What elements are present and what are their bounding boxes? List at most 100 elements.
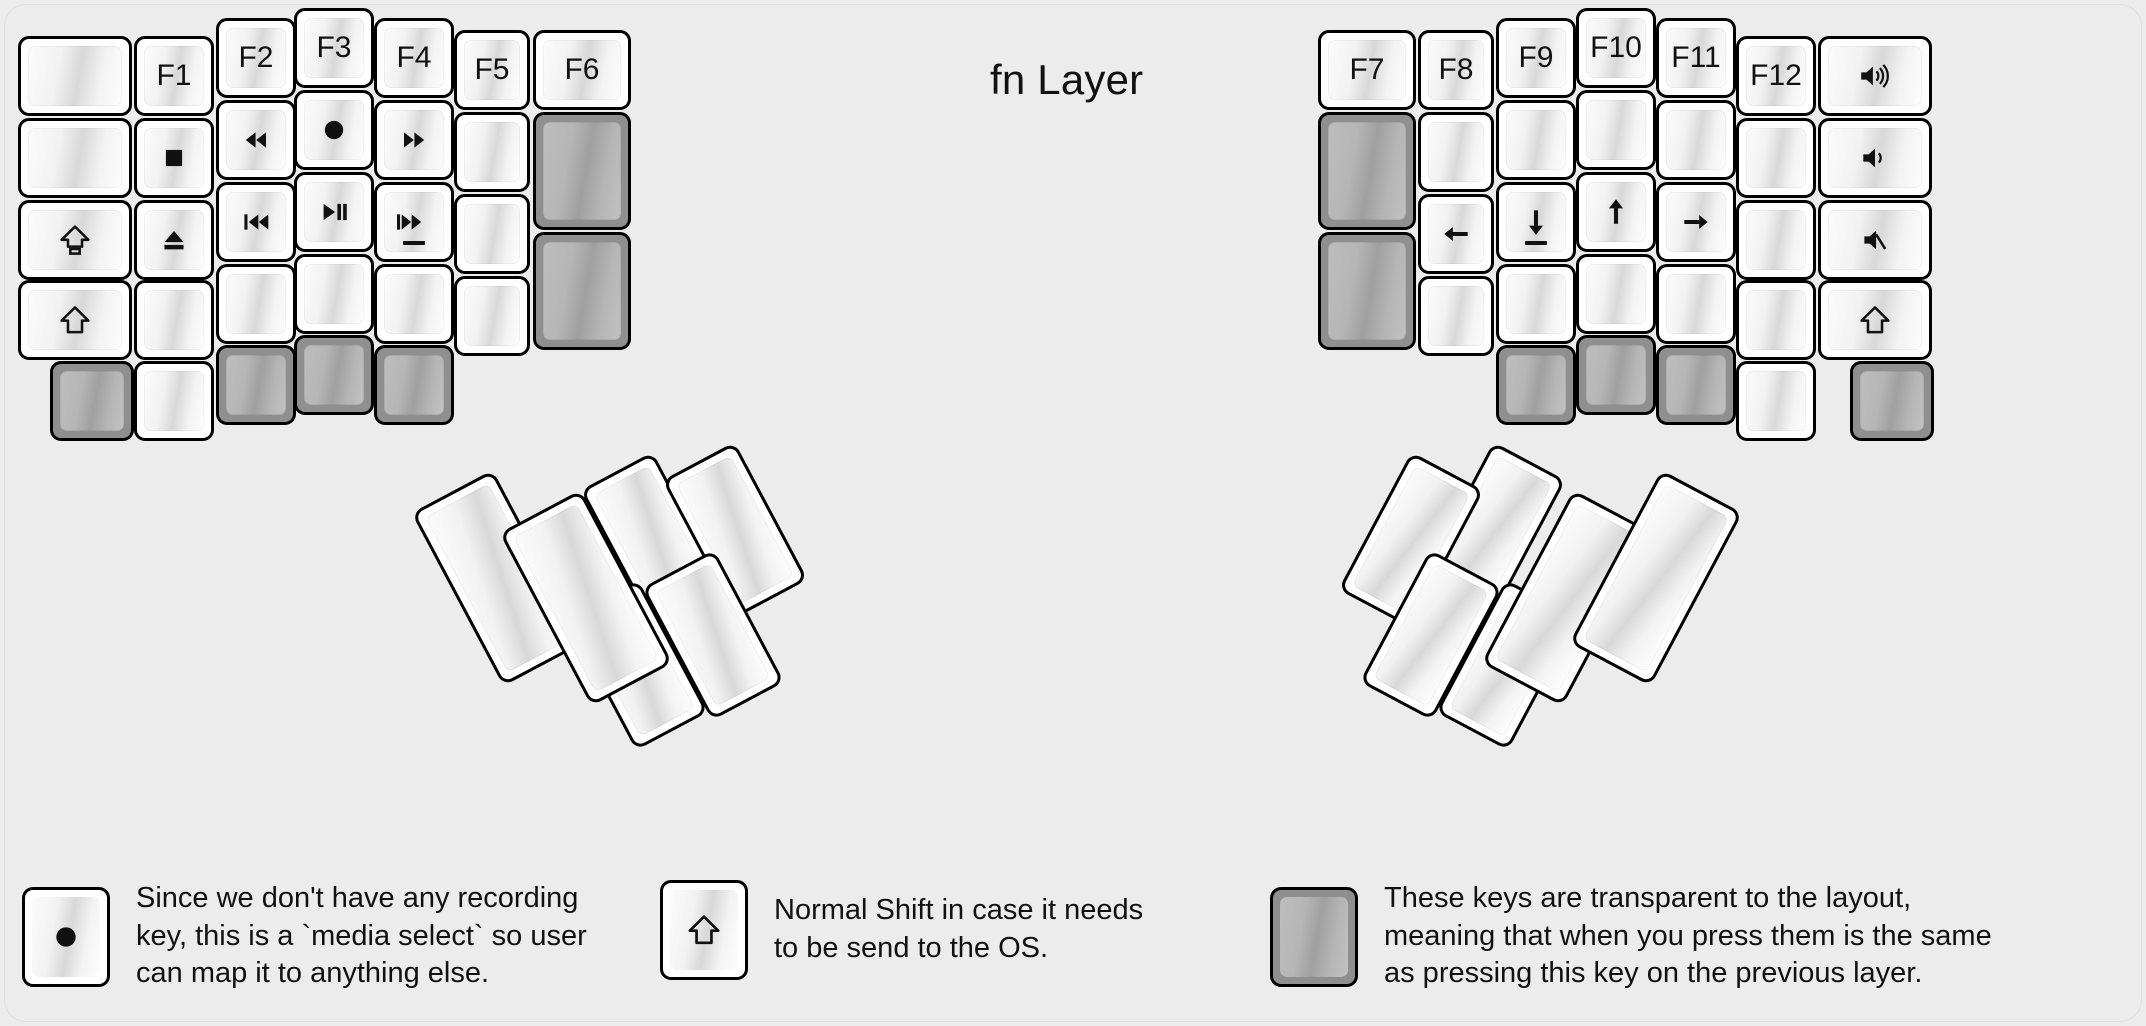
key-right-pinky-r4[interactable]	[1736, 361, 1816, 441]
key-left-middle-r3[interactable]	[294, 254, 374, 334]
key-right-ring-r0[interactable]: F11	[1656, 18, 1736, 98]
legend-description-2: Normal Shift in case it needs to be send…	[774, 894, 1144, 964]
keycap-surface	[1586, 100, 1646, 160]
keycap-surface	[1666, 274, 1726, 334]
key-right-pinky-r3[interactable]	[1736, 280, 1816, 360]
key-right-ring-r1[interactable]	[1656, 100, 1736, 180]
media-record-icon	[48, 919, 84, 955]
key-right-index-r0[interactable]: F9	[1496, 18, 1576, 98]
keycap-surface	[1506, 192, 1566, 252]
key-left-index-inner-r3[interactable]	[454, 276, 530, 356]
key-right-pinky-r1[interactable]	[1736, 118, 1816, 198]
keycap-surface	[1428, 204, 1484, 264]
keycap-surface: F11	[1666, 28, 1726, 88]
key-left-pinky-r1[interactable]	[134, 118, 214, 198]
key-left-pinky-r2[interactable]	[134, 200, 214, 280]
key-right-index-r3[interactable]	[1496, 264, 1576, 344]
key-right-pinky-outer-r2[interactable]	[1818, 200, 1932, 280]
key-left-pinky-outer-r3[interactable]	[18, 280, 132, 360]
key-left-ring-r0[interactable]: F2	[216, 18, 296, 98]
key-right-pinky-outer-r1[interactable]	[1818, 118, 1932, 198]
key-left-index-inner-r2[interactable]	[454, 194, 530, 274]
arrow-right-icon	[1679, 205, 1713, 239]
key-left-pinky-outer-r2[interactable]	[18, 200, 132, 280]
key-left-index-r3[interactable]	[374, 264, 454, 344]
keycap-surface	[1746, 210, 1806, 270]
key-left-middle-r4[interactable]	[294, 335, 374, 415]
keycap-surface	[384, 355, 444, 415]
key-left-inner-most-r2[interactable]	[533, 232, 631, 350]
keycap-surface	[226, 274, 286, 334]
keycap-surface	[464, 204, 520, 264]
key-left-pinky-r4[interactable]	[134, 361, 214, 441]
keycap-surface	[1666, 192, 1726, 252]
keycap-surface	[543, 122, 621, 220]
key-right-index-inner-r2[interactable]	[1418, 194, 1494, 274]
key-right-pinky-r0[interactable]: F12	[1736, 36, 1816, 116]
key-right-index-r4[interactable]	[1496, 345, 1576, 425]
key-left-ring-r1[interactable]	[216, 100, 296, 180]
key-left-index-inner-r0[interactable]: F5	[454, 30, 530, 110]
key-right-middle-r4[interactable]	[1576, 335, 1656, 415]
arrow-down-icon	[1519, 205, 1553, 239]
key-right-middle-r2[interactable]	[1576, 172, 1656, 252]
keycap-surface	[32, 896, 100, 977]
key-left-ring-r4[interactable]	[216, 345, 296, 425]
keycap-surface	[1828, 290, 1922, 350]
key-left-pinky-outer-r4[interactable]	[50, 361, 134, 441]
key-left-pinky-r0[interactable]: F1	[134, 36, 214, 116]
key-left-index-r4[interactable]	[374, 345, 454, 425]
key-right-index-r2[interactable]	[1496, 182, 1576, 262]
key-right-inner-most-r1[interactable]	[1318, 112, 1416, 230]
keycap-surface	[1506, 355, 1566, 415]
key-left-index-r2[interactable]	[374, 182, 454, 262]
key-left-inner-most-r1[interactable]	[533, 112, 631, 230]
key-right-middle-r3[interactable]	[1576, 254, 1656, 334]
keycap-surface	[384, 110, 444, 170]
key-left-pinky-outer-r1[interactable]	[18, 118, 132, 198]
volume-up-icon	[1858, 59, 1892, 93]
key-left-middle-r2[interactable]	[294, 172, 374, 252]
key-right-index-inner-r0[interactable]: F8	[1418, 30, 1494, 110]
key-right-inner-most-r0[interactable]: F7	[1318, 30, 1416, 110]
key-label: F10	[1590, 31, 1642, 64]
keycap-surface	[1328, 122, 1406, 220]
key-right-pinky-outer-r4[interactable]	[1850, 361, 1934, 441]
key-right-ring-r3[interactable]	[1656, 264, 1736, 344]
legend-sample-key-3	[1270, 886, 1358, 987]
key-left-ring-r2[interactable]	[216, 182, 296, 262]
key-left-pinky-r3[interactable]	[134, 280, 214, 360]
key-right-index-r1[interactable]	[1496, 100, 1576, 180]
key-right-ring-r4[interactable]	[1656, 345, 1736, 425]
keycap-surface	[304, 100, 364, 160]
key-left-ring-r3[interactable]	[216, 264, 296, 344]
legend-item-1: Since we don't have any recording key, t…	[22, 880, 587, 993]
key-right-index-inner-r3[interactable]	[1418, 276, 1494, 356]
keycap-surface	[226, 355, 286, 415]
key-label: F8	[1438, 53, 1474, 86]
key-left-pinky-outer-r0[interactable]	[18, 36, 132, 116]
key-right-pinky-outer-r3[interactable]	[1818, 280, 1932, 360]
key-right-pinky-outer-r0[interactable]	[1818, 36, 1932, 116]
key-left-index-inner-r1[interactable]	[454, 112, 530, 192]
key-left-inner-most-r0[interactable]: F6	[533, 30, 631, 110]
keycap-surface	[28, 210, 122, 270]
homerow-marker	[403, 241, 425, 245]
key-right-middle-r1[interactable]	[1576, 90, 1656, 170]
keycap-surface	[304, 264, 364, 324]
legend-description-1: Since we don't have any recording key, t…	[136, 882, 587, 990]
key-right-index-inner-r1[interactable]	[1418, 112, 1494, 192]
legend-sample-key-1	[22, 886, 110, 987]
key-left-middle-r1[interactable]	[294, 90, 374, 170]
key-left-index-r1[interactable]	[374, 100, 454, 180]
key-left-middle-r0[interactable]: F3	[294, 8, 374, 88]
key-right-middle-r0[interactable]: F10	[1576, 8, 1656, 88]
key-label: F5	[474, 53, 510, 86]
key-right-inner-most-r2[interactable]	[1318, 232, 1416, 350]
keycap-surface	[144, 210, 204, 270]
key-right-pinky-r2[interactable]	[1736, 200, 1816, 280]
key-left-index-r0[interactable]: F4	[374, 18, 454, 98]
key-right-ring-r2[interactable]	[1656, 182, 1736, 262]
keycap-surface	[28, 46, 122, 106]
keycap-surface	[28, 290, 122, 350]
